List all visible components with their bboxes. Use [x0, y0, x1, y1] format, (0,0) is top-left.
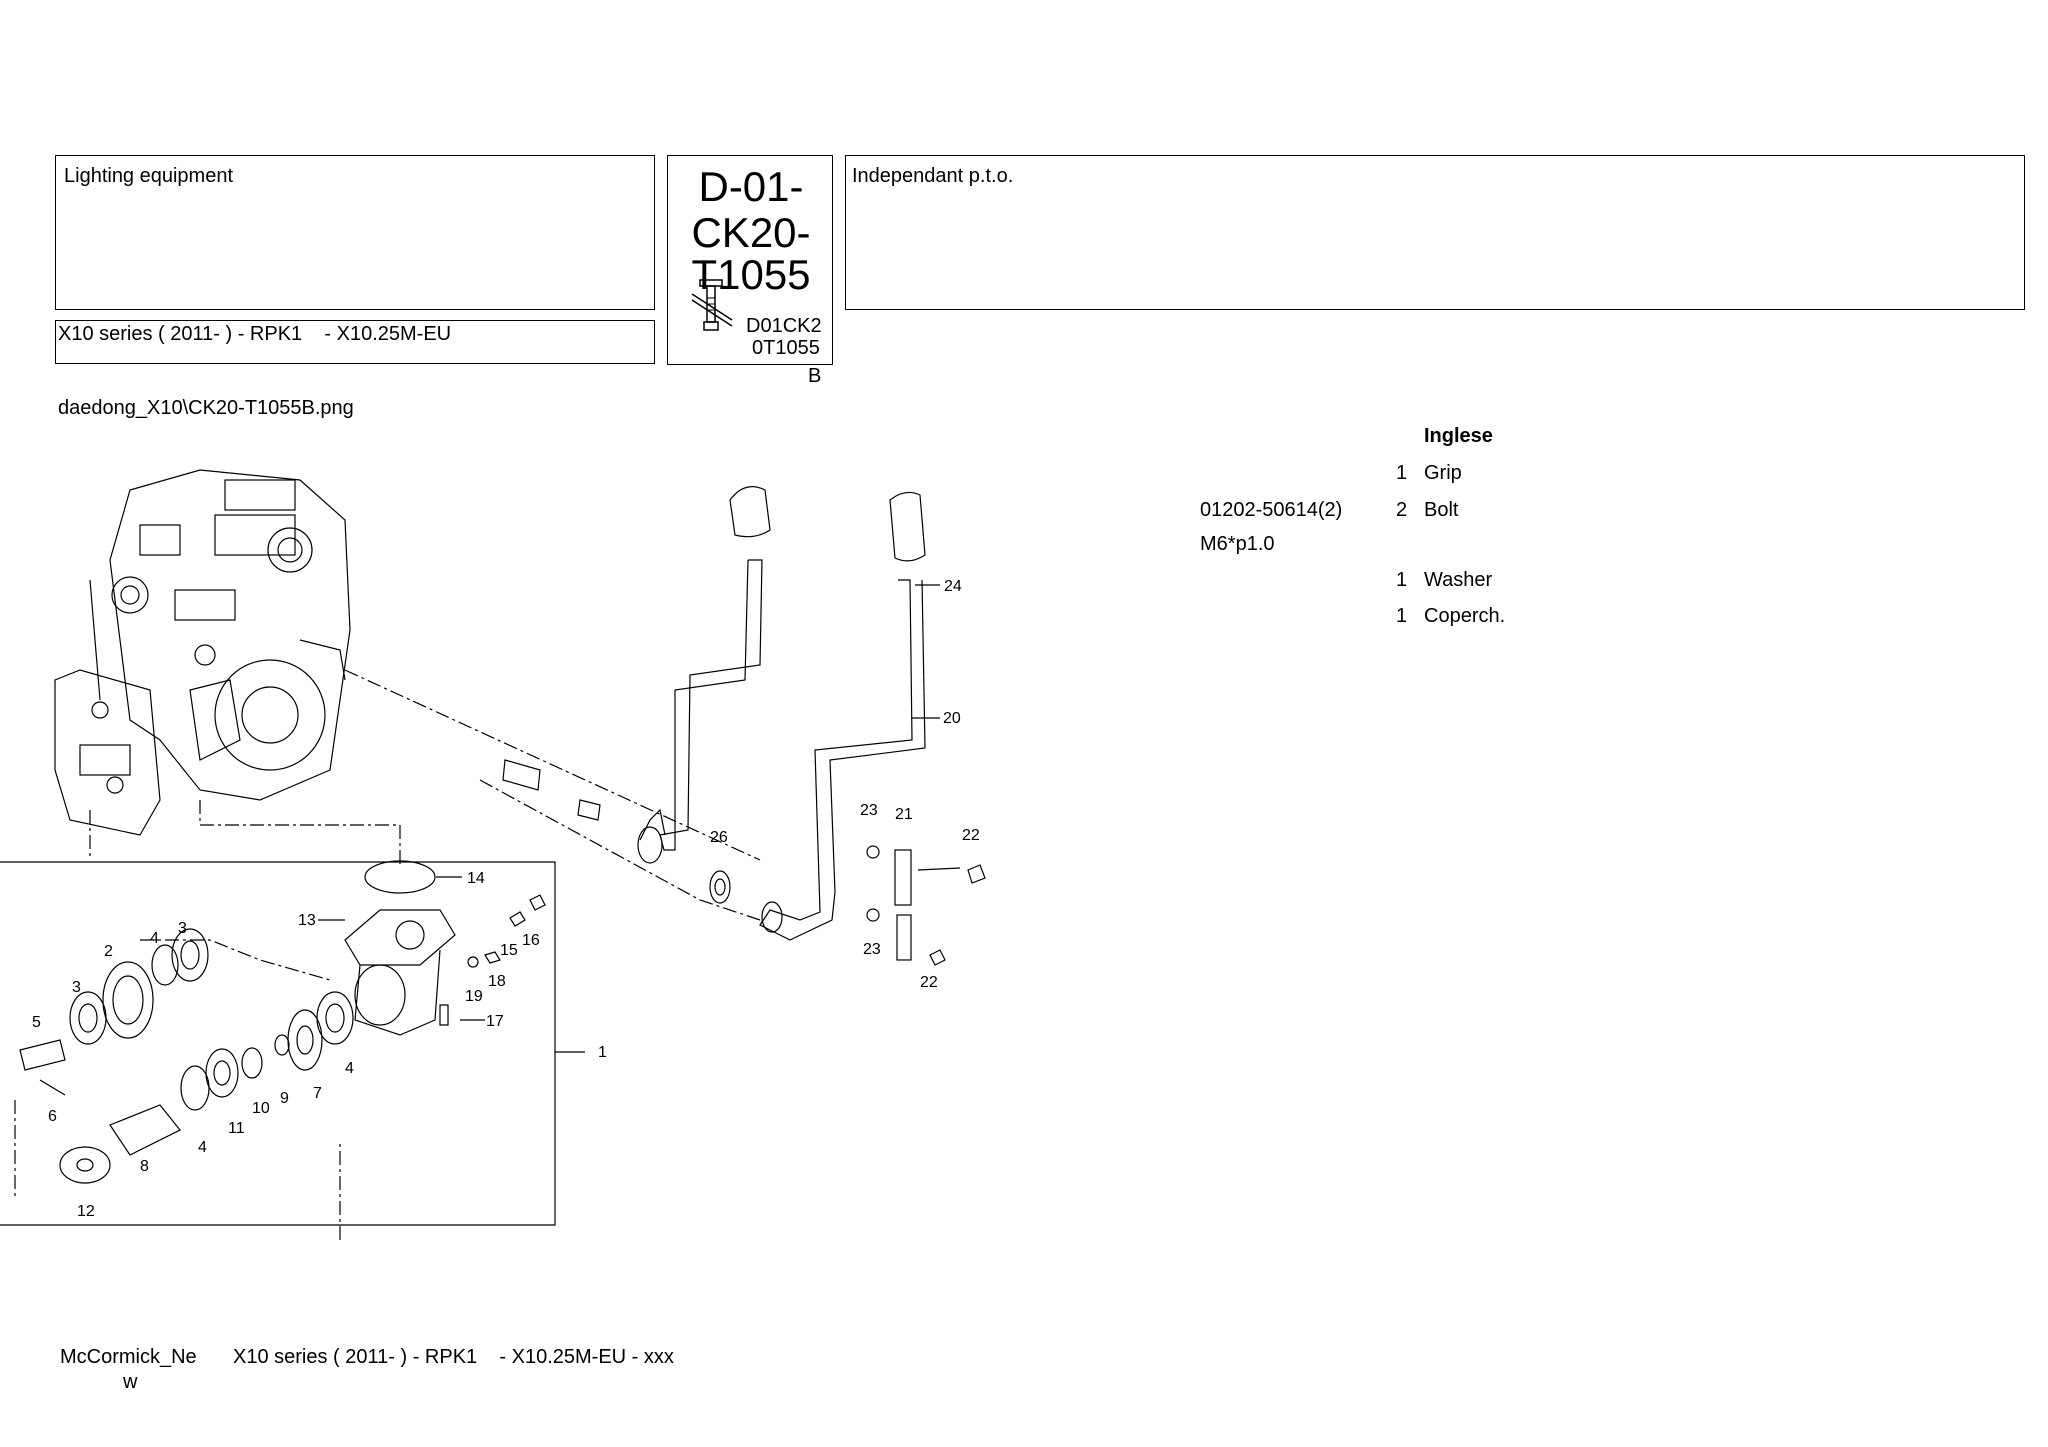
callout-16: 16 [522, 932, 540, 949]
callout-14: 14 [467, 870, 485, 887]
parts-row-1-qty: 1 [1396, 462, 1408, 484]
callout-3a: 3 [178, 920, 187, 937]
parts-row-4-desc: Washer [1424, 569, 1493, 591]
transmission-housing-drawing [54, 469, 351, 836]
callout-1: 1 [598, 1044, 607, 1061]
callout-22b: 22 [920, 974, 938, 991]
series-box: X10 series ( 2011- ) - RPK1 - X10.25M-EU [55, 320, 655, 364]
pto-lever-drawing [759, 579, 926, 941]
callout-2: 2 [104, 943, 113, 960]
code-big-clip: T1055 [668, 252, 834, 298]
footer-series: X10 series ( 2011- ) - RPK1 - X10.25M-EU… [233, 1346, 674, 1368]
pto-housing-drawing [344, 909, 456, 1036]
callout-23a: 23 [860, 802, 878, 819]
section-title-box: Independant p.t.o. [845, 155, 2025, 310]
callout-12: 12 [77, 1203, 95, 1220]
callout-9: 9 [280, 1090, 289, 1107]
callout-7: 7 [313, 1085, 322, 1102]
code-big-line-2: CK20- [691, 209, 811, 256]
callout-24: 24 [944, 578, 962, 595]
callout-26: 26 [710, 829, 728, 846]
callout-20: 20 [943, 710, 961, 727]
section-title: Independant p.t.o. [852, 165, 1014, 187]
callout-22a: 22 [962, 827, 980, 844]
parts-row-3-code: M6*p1.0 [1200, 533, 1275, 555]
code-small-line-1: D01CK2 [746, 315, 822, 337]
parts-row-2-code: 01202-50614(2) [1200, 499, 1343, 521]
parts-row-2-qty: 2 [1396, 499, 1408, 521]
code-small-line-2: 0T1055 [752, 337, 820, 359]
parts-row-1-desc: Grip [1424, 462, 1462, 484]
callout-4b: 4 [345, 1060, 354, 1077]
code-big-line-3: T1055 [691, 251, 811, 298]
gear-shaft-drawing [19, 870, 731, 1184]
footer-brand-line-1: McCormick_Ne [60, 1346, 197, 1368]
callout-23b: 23 [863, 941, 881, 958]
series-line: X10 series ( 2011- ) - RPK1 - X10.25M-EU [58, 323, 452, 345]
subassembly-frame [0, 861, 556, 1226]
parts-row-5-desc: Coperch. [1424, 605, 1506, 627]
callout-8: 8 [140, 1158, 149, 1175]
callout-6: 6 [48, 1108, 57, 1125]
parts-row-5-qty: 1 [1396, 605, 1408, 627]
callout-18: 18 [488, 973, 506, 990]
parts-row-4-qty: 1 [1396, 569, 1408, 591]
part-icon [691, 279, 733, 331]
callout-3b: 3 [72, 979, 81, 996]
group-title: Lighting equipment [64, 165, 234, 187]
callout-10: 10 [252, 1100, 270, 1117]
callout-21: 21 [895, 806, 913, 823]
footer-brand-line-2: w [123, 1371, 138, 1393]
parts-column-header: Inglese [1424, 425, 1493, 447]
alignment-lines [14, 669, 761, 1240]
callout-11: 11 [228, 1120, 245, 1137]
callout-4a: 4 [150, 930, 159, 947]
image-filename: daedong_X10\CK20-T1055B.png [58, 397, 354, 419]
callout-15: 15 [500, 942, 518, 959]
callout-leaders [318, 584, 940, 1053]
code-box: D-01- CK20- T1055 D01CK2 0T1055 [667, 155, 833, 365]
group-title-box: Lighting equipment [55, 155, 655, 310]
callout-19: 19 [465, 988, 483, 1005]
callout-4c: 4 [198, 1139, 207, 1156]
parts-row-2-desc: Bolt [1424, 499, 1459, 521]
callout-13: 13 [298, 912, 316, 929]
callout-5: 5 [32, 1014, 41, 1031]
callout-17: 17 [486, 1013, 504, 1030]
code-big-line-1: D-01- [698, 163, 804, 210]
exploded-parts-diagram: 1 2 3 3 4 4 4 5 6 7 8 9 10 11 12 13 14 1… [0, 469, 986, 1240]
code-small-line-3: B [808, 365, 822, 387]
